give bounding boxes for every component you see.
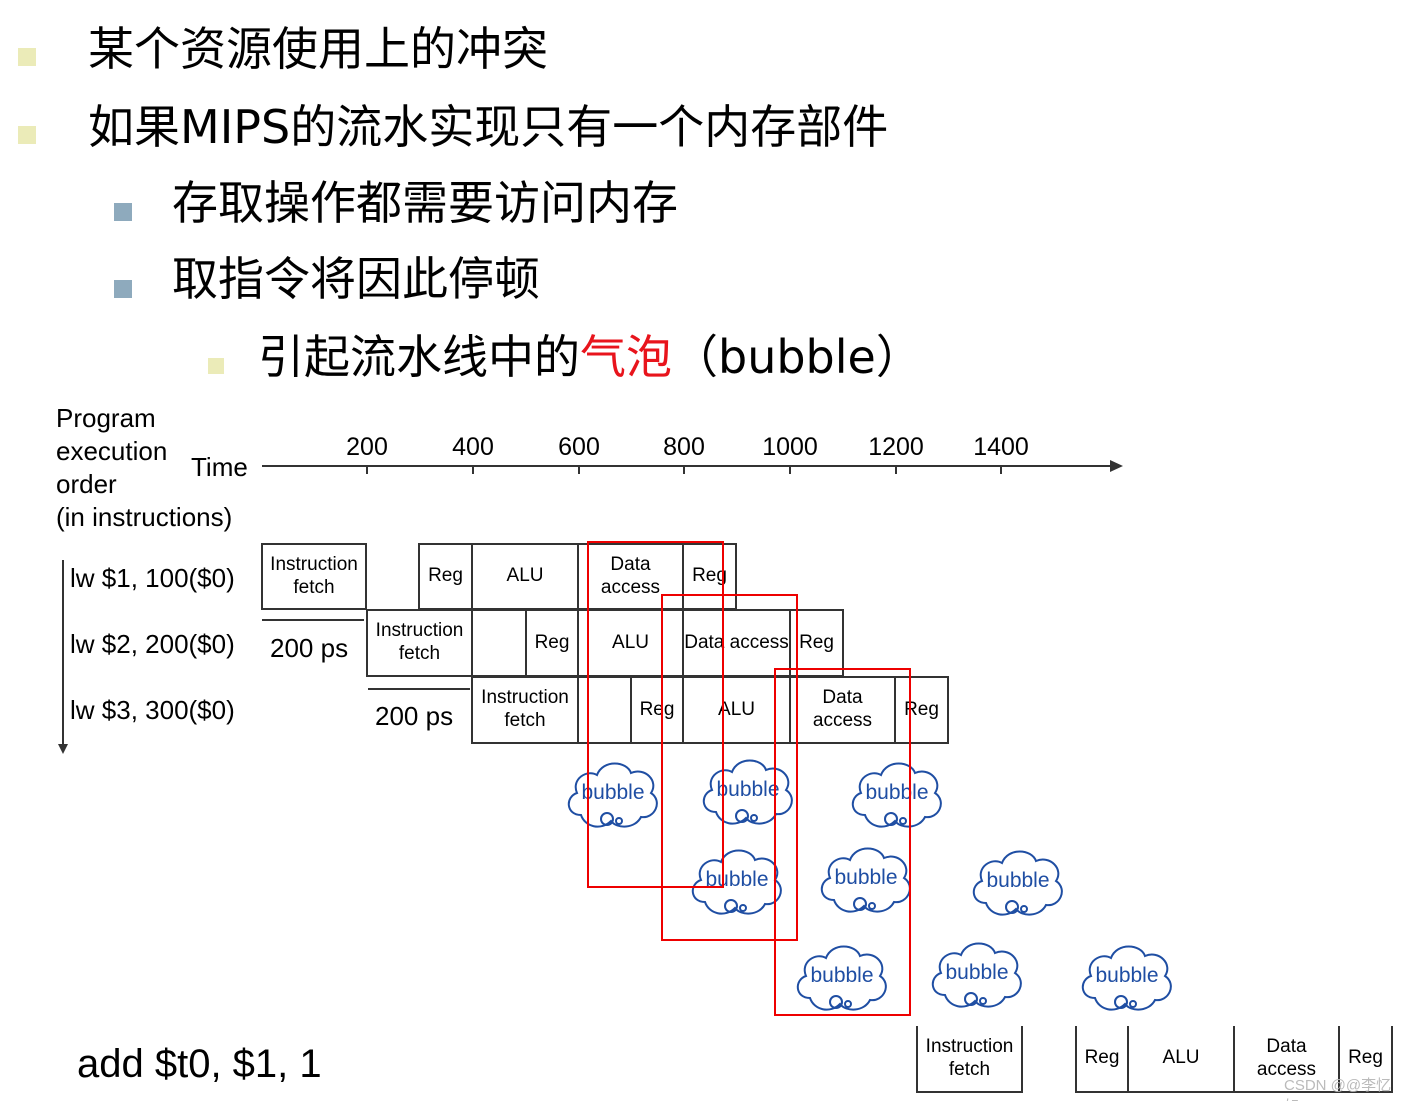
bubble-label: bubble [1095, 964, 1159, 987]
stage-alu: ALU [471, 543, 579, 610]
duration-label: 200 ps [270, 633, 349, 663]
cloud-icon [972, 850, 1063, 916]
bubble-label: bubble [945, 961, 1009, 984]
bullet-5: 引起流水线中的气泡（bubble） [258, 334, 922, 380]
bubble-cloud: bubble [1075, 938, 1179, 1018]
tick-mark [578, 466, 580, 474]
cloud-icon [931, 942, 1022, 1008]
stage-if: Instruction fetch [471, 676, 579, 744]
cloud-icon [1081, 945, 1172, 1011]
axis-label-line: execution [56, 436, 168, 466]
stage-data-access: Data access [577, 543, 684, 610]
order-axis [62, 560, 64, 746]
bubble-label: bubble [581, 781, 645, 804]
stage-if: Instruction fetch [916, 1026, 1023, 1093]
duration-label: 200 ps [375, 701, 454, 731]
instruction-label: lw $2, 200($0) [70, 629, 235, 659]
bullet-5-post: （bubble） [672, 330, 922, 384]
tick-label: 400 [452, 433, 494, 461]
bullet-2: 如果MIPS的流水实现只有一个内存部件 [88, 100, 889, 154]
bubble-cloud: bubble [966, 843, 1070, 923]
bubble-cloud: bubble [925, 935, 1029, 1015]
stage-alu: ALU [577, 609, 684, 677]
cloud-icon [702, 759, 793, 825]
duration-arrow [368, 688, 470, 690]
stage-data-access: Data access [1233, 1026, 1340, 1093]
bubble-label: bubble [834, 866, 898, 889]
tick-mark [1000, 466, 1002, 474]
bullet-marker [114, 280, 132, 298]
tick-label: 1000 [762, 433, 818, 461]
arrow-right-icon [1110, 460, 1123, 472]
cloud-icon [567, 762, 658, 828]
tick-mark [472, 466, 474, 474]
stage-empty [577, 676, 632, 744]
time-label: Time [191, 452, 248, 482]
stage-alu: ALU [682, 676, 791, 744]
tick-mark [366, 466, 368, 474]
bullet-marker [114, 203, 132, 221]
tick-label: 1200 [868, 433, 924, 461]
bubble-cloud: bubble [696, 752, 800, 832]
tick-label: 800 [663, 433, 705, 461]
stage-alu: ALU [1127, 1026, 1235, 1093]
stage-reg: Reg [682, 543, 737, 610]
cloud-icon [796, 945, 887, 1011]
stage-reg: Reg [789, 609, 844, 677]
tick-label: 1400 [973, 433, 1029, 461]
arrow-down-icon [58, 744, 68, 754]
tick-label: 600 [558, 433, 600, 461]
instruction-label: lw $1, 100($0) [70, 563, 235, 593]
stage-reg: Reg [894, 676, 949, 744]
time-axis [262, 465, 1114, 467]
bubble-label: bubble [716, 778, 780, 801]
tick-mark [683, 466, 685, 474]
bullet-3: 存取操作都需要访问内存 [172, 176, 678, 230]
axis-label-line: order [56, 469, 117, 499]
bubble-cloud: bubble [685, 842, 789, 922]
tick-mark [895, 466, 897, 474]
bubble-cloud: bubble [790, 938, 894, 1018]
axis-label-line: Program [56, 403, 156, 433]
cloud-icon [851, 762, 942, 828]
stage-data-access: Data access [682, 609, 791, 677]
bullet-marker [18, 48, 36, 66]
bullet-5-highlight: 气泡 [580, 330, 672, 384]
instruction-label: lw $3, 300($0) [70, 695, 235, 725]
bubble-cloud: bubble [845, 755, 949, 835]
bullet-marker [18, 126, 36, 144]
cloud-icon [820, 847, 911, 913]
bullet-marker [208, 358, 224, 374]
stage-if: Instruction fetch [366, 609, 473, 677]
add-instruction-label: add $t0, $1, 1 [77, 1042, 322, 1086]
tick-label: 200 [346, 433, 388, 461]
stage-data-access: Data access [789, 676, 896, 744]
stage-reg: Reg [1075, 1026, 1129, 1093]
stage-reg: Reg [525, 609, 579, 677]
bubble-label: bubble [865, 781, 929, 804]
bubble-cloud: bubble [561, 755, 665, 835]
stage-empty [471, 609, 527, 677]
watermark: CSDN @@李忆如 [1284, 1077, 1392, 1101]
cloud-icon [691, 849, 782, 915]
bullet-4: 取指令将因此停顿 [172, 252, 540, 306]
stage-if: Instruction fetch [261, 543, 367, 610]
stage-reg: Reg [418, 543, 473, 610]
stage-reg: Reg [630, 676, 684, 744]
bullet-1: 某个资源使用上的冲突 [88, 22, 548, 76]
axis-label-line: (in instructions) [56, 502, 233, 532]
bullet-5-pre: 引起流水线中的 [258, 330, 580, 384]
duration-arrow [262, 619, 364, 621]
tick-mark [789, 466, 791, 474]
bubble-cloud: bubble [814, 840, 918, 920]
bubble-label: bubble [986, 869, 1050, 892]
order-axis-label: Program execution order (in instructions… [56, 402, 232, 534]
bubble-label: bubble [705, 868, 769, 891]
bubble-label: bubble [810, 964, 874, 987]
stage-reg: Reg [1338, 1026, 1393, 1093]
